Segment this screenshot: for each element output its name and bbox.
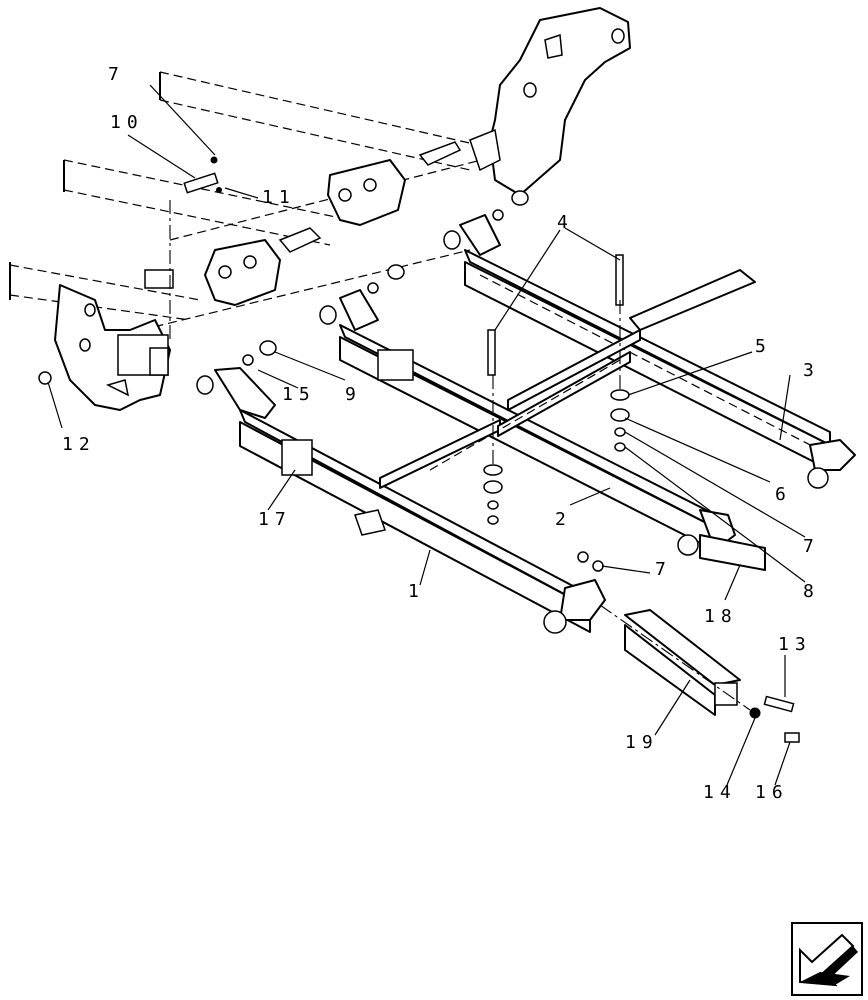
callout-18: 17 [258,509,292,530]
callout-9: 9 [345,384,362,405]
callout-7-lower: 7 [803,536,820,557]
callout-11: 7 [108,64,125,85]
frame-tube-2 [319,289,766,571]
hitch-plate [469,7,631,196]
callout-10: 10 [110,112,144,133]
callout-1: 1 [408,581,425,602]
hinge-bracket-center [204,141,462,306]
callout-19: 18 [704,606,738,627]
callout-6: 6 [775,484,792,505]
hardware [38,190,800,743]
callout-20: 19 [625,732,659,753]
callout-5: 5 [755,336,772,357]
assembly-lines [169,200,751,711]
main-frame-outline [9,71,521,341]
callout-15: 14 [703,782,737,803]
extension-tube-20 [624,609,741,716]
callout-17: 16 [755,782,789,803]
callout-labels: 7 10 11 12 15 9 4 5 3 6 7 17 2 7 8 1 18 … [62,64,820,803]
cross-tubes [379,269,756,489]
arrow-left-down-icon[interactable] [791,922,863,996]
callout-3: 3 [803,360,820,381]
frame-tube-1 [196,367,606,634]
callout-7: 7 [655,559,672,580]
callout-16: 15 [282,384,316,405]
left-mount-bracket [54,269,174,411]
callout-14: 13 [778,634,812,655]
callout-4: 4 [557,212,574,233]
callout-12: 11 [262,187,296,208]
leader-lines [47,84,806,786]
frame-tube-3 [443,214,856,489]
callout-8: 8 [803,581,820,602]
pin-10 [183,156,222,194]
callout-13: 12 [62,434,96,455]
callout-2: 2 [555,509,572,530]
